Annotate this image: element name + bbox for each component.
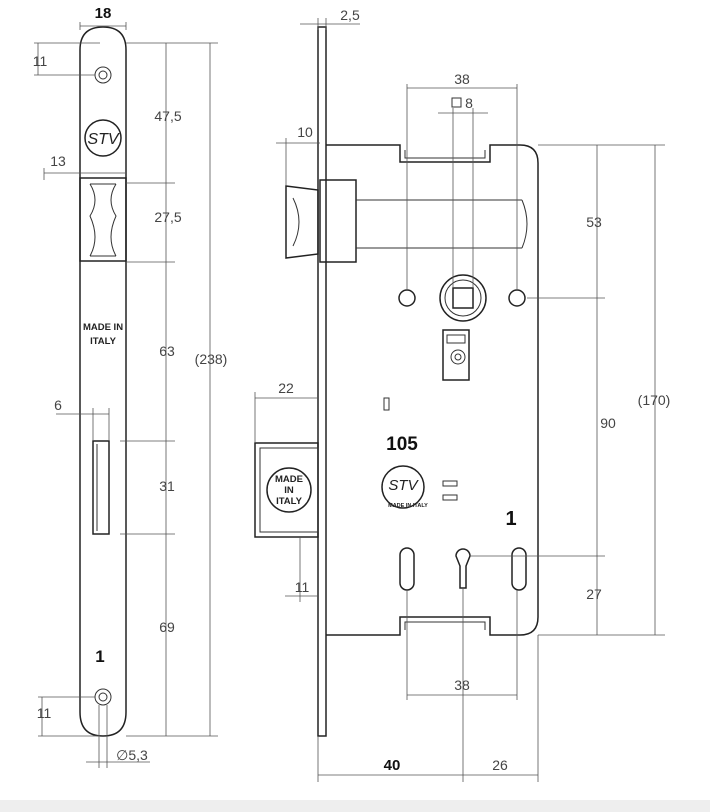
dim-to-bolt: 63 [159,343,175,359]
lock-case-outline [326,144,539,636]
dim-to-cylinder: 27 [586,586,602,602]
fixing-hole-left [398,289,416,307]
dim-backset: 40 [384,757,401,774]
oval-slot-right [511,547,527,591]
dim-latch-height: 27,5 [154,209,181,225]
dim-latch-projection: 10 [297,124,313,140]
case-number: 1 [505,508,516,530]
dim-rear: 26 [492,757,508,773]
faceplate-logo-text: STV [87,131,119,148]
case-logo-text: STV [388,477,419,494]
lock-body-view: 105 STV MADE IN ITALY 1 MADE IN ITALY [254,7,671,782]
dim-spindle-square: 8 [465,95,473,111]
deadbolt-stamp [266,467,312,513]
dim-cyl-spacing-bottom: 38 [454,677,470,693]
front-plate-side [317,26,327,737]
cylinder-keyhole [455,548,471,589]
slide-mechanism [442,329,470,381]
dim-overall-faceplate: (238) [195,351,228,367]
dim-faceplate-width: 18 [95,5,112,22]
dim-overall-height: (170) [638,392,671,408]
deadbolt: MADE IN ITALY [254,442,319,538]
case-stv-logo: STV MADE IN ITALY [381,465,428,509]
deadbolt-made: MADE [275,474,303,485]
dim-latch-depth: 13 [50,153,66,169]
dim-to-logo: 47,5 [154,108,181,124]
deadbolt-in: IN [284,485,294,496]
faceplate-top-hole [94,66,112,84]
faceplate-stv-logo: STV [84,119,122,157]
model-number: 105 [386,434,418,455]
faceplate-bottom-hole-inner [98,692,108,702]
spindle-follower [439,274,487,322]
footer-bar [0,800,710,812]
faceplate-bottom-hole [94,688,112,706]
faceplate-view: STV MADE IN ITALY 1 [33,5,228,768]
faceplate-latch-opening [79,177,127,262]
dim-bolt-width: 6 [54,397,62,413]
dim-hole-diameter: ∅5,3 [116,747,148,763]
dim-bolt-offset: 11 [295,579,310,595]
deadbolt-italy: ITALY [276,496,303,507]
faceplate-bolt-opening [92,440,110,535]
spindle-square-label: 8 [451,95,473,111]
case-logo-ring: MADE IN ITALY [388,503,428,509]
case-slots [442,480,458,501]
faceplate-top-hole-inner [98,70,108,80]
dim-top-hole: 11 [33,53,48,69]
dim-bottom-hole: 11 [37,705,52,721]
dim-centers: 90 [600,415,616,431]
dim-to-spindle: 53 [586,214,602,230]
faceplate-made-in-line1: MADE IN [83,322,123,333]
faceplate-number: 1 [95,647,104,666]
dim-spindle-spacing-top: 38 [454,71,470,87]
dim-plate-thickness: 2,5 [340,7,360,23]
body-dimension-lines [254,18,665,782]
faceplate-made-in-line2: ITALY [90,336,117,347]
dim-bolt-projection: 22 [278,380,294,396]
faceplate-outline [79,26,127,737]
oval-slot-left [399,547,415,591]
latch-bolt [285,179,528,263]
faceplate-dimension-lines [34,22,218,768]
small-slot-marker [383,397,390,411]
dim-bottom-span: 69 [159,619,175,635]
dim-bolt-height: 31 [159,478,175,494]
fixing-hole-right [508,289,526,307]
